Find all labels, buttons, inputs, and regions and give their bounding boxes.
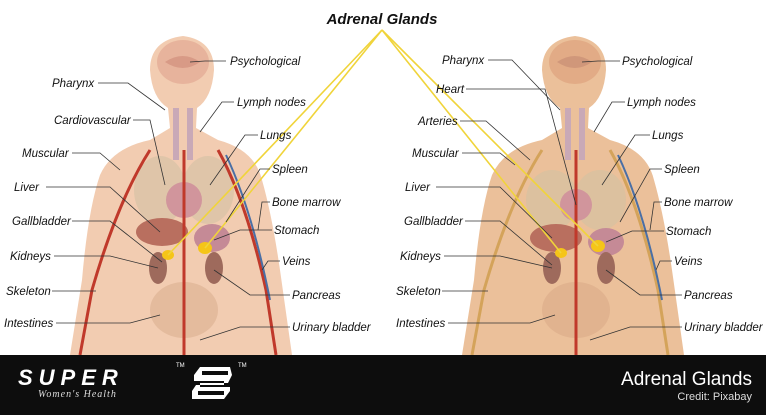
right-label-veins: Veins bbox=[674, 256, 703, 268]
right-body-figure bbox=[462, 36, 684, 355]
super-logo-icon bbox=[192, 367, 232, 399]
footer-bar: SUPER Women's Health TM TM Adrenal Gland… bbox=[0, 355, 766, 415]
left-label-stomach: Stomach bbox=[274, 225, 319, 237]
right-label-heart: Heart bbox=[436, 84, 465, 96]
left-label-veins: Veins bbox=[282, 256, 311, 268]
left-label-gallbladder: Gallbladder bbox=[12, 216, 72, 228]
right-label-lymph-nodes: Lymph nodes bbox=[627, 97, 696, 109]
left-label-urinary-bladder: Urinary bladder bbox=[292, 322, 372, 334]
left-label-intestines: Intestines bbox=[4, 318, 53, 330]
right-label-skeleton: Skeleton bbox=[396, 286, 441, 298]
left-label-cardiovascular: Cardiovascular bbox=[54, 115, 132, 127]
left-label-kidneys: Kidneys bbox=[10, 251, 51, 263]
footer-credit: Credit: Pixabay bbox=[677, 391, 752, 403]
left-label-skeleton: Skeleton bbox=[6, 286, 51, 298]
right-label-pancreas: Pancreas bbox=[684, 290, 733, 302]
right-label-pharynx: Pharynx bbox=[442, 55, 485, 67]
left-body-figure bbox=[70, 36, 292, 355]
brand-tm: TM bbox=[176, 363, 185, 369]
right-label-urinary-bladder: Urinary bladder bbox=[684, 322, 764, 334]
right-label-stomach: Stomach bbox=[666, 226, 711, 238]
left-label-bone-marrow: Bone marrow bbox=[272, 197, 341, 209]
left-label-liver: Liver bbox=[14, 182, 40, 194]
diagram-title: Adrenal Glands bbox=[326, 11, 438, 28]
right-label-intestines: Intestines bbox=[396, 318, 445, 330]
left-label-pancreas: Pancreas bbox=[292, 290, 341, 302]
right-label-gallbladder: Gallbladder bbox=[404, 216, 464, 228]
brand-logo-text: SUPER bbox=[18, 365, 124, 390]
right-label-bone-marrow: Bone marrow bbox=[664, 197, 733, 209]
right-label-spleen: Spleen bbox=[664, 164, 700, 176]
footer-title: Adrenal Glands bbox=[621, 369, 752, 390]
right-label-liver: Liver bbox=[405, 182, 431, 194]
left-label-lymph-nodes: Lymph nodes bbox=[237, 97, 306, 109]
right-label-kidneys: Kidneys bbox=[400, 251, 441, 263]
right-label-arteries: Arteries bbox=[417, 116, 458, 128]
left-label-spleen: Spleen bbox=[272, 164, 308, 176]
left-label-pharynx: Pharynx bbox=[52, 78, 95, 90]
adrenal-pointer-lines bbox=[167, 29, 599, 256]
right-label-muscular: Muscular bbox=[412, 148, 460, 160]
right-label-psychological: Psychological bbox=[622, 56, 693, 68]
left-label-lungs: Lungs bbox=[260, 130, 292, 142]
left-label-psychological: Psychological bbox=[230, 56, 301, 68]
brand-tagline: Women's Health bbox=[38, 389, 117, 400]
anatomy-diagram: Adrenal Glands bbox=[4, 11, 764, 355]
right-label-lungs: Lungs bbox=[652, 130, 684, 142]
logo-tm: TM bbox=[238, 363, 247, 369]
left-label-muscular: Muscular bbox=[22, 148, 70, 160]
